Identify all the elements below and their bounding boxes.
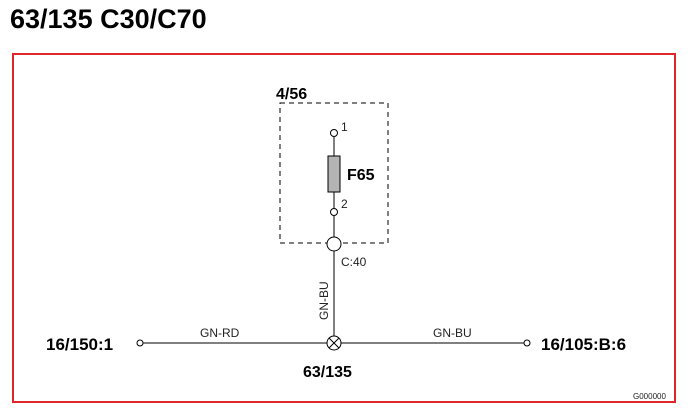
splice-63-135 — [326, 335, 342, 351]
fuse-f65 — [327, 155, 341, 193]
vertical-wire-color: GN-BU — [317, 281, 331, 320]
right-terminal-circle — [523, 339, 531, 347]
diagram-code: G000000 — [633, 392, 666, 401]
left-wire-color: GN-RD — [200, 326, 240, 340]
diagram-frame — [12, 53, 676, 403]
pin-1-terminal — [330, 129, 338, 137]
pin-2-label: 2 — [341, 197, 348, 211]
fuse-label: F65 — [347, 167, 375, 184]
right-wire-color: GN-BU — [433, 326, 472, 340]
splice-label: 63/135 — [303, 364, 352, 381]
left-terminal-circle — [136, 339, 144, 347]
pin-1-label: 1 — [341, 120, 348, 134]
component-box-label: 4/56 — [276, 86, 307, 103]
diagram-title: 63/135 C30/C70 — [10, 4, 207, 34]
pin-2-terminal — [330, 208, 338, 216]
right-terminal-label: 16/105:B:6 — [541, 335, 626, 354]
connector-label: C:40 — [341, 255, 367, 269]
left-terminal-label: 16/150:1 — [46, 335, 113, 354]
connector-c40 — [326, 236, 342, 252]
